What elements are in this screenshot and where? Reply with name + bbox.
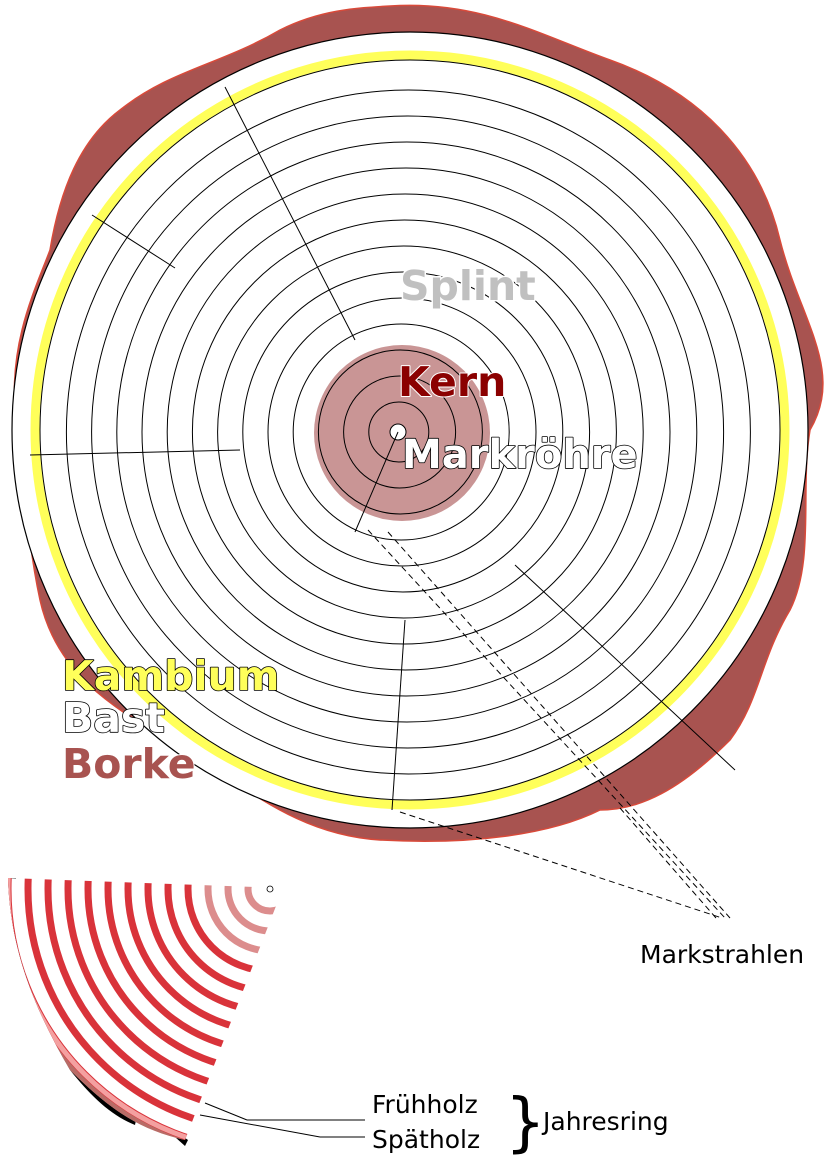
markstrahlen-medullary-rays bbox=[29, 86, 736, 811]
medullary-ray-2 bbox=[91, 214, 176, 269]
annual-ring bbox=[65, 89, 751, 775]
markstrahlen-label: Markstrahlen bbox=[640, 940, 804, 969]
medullary-ray-6 bbox=[514, 564, 736, 771]
annual-ring bbox=[242, 271, 564, 593]
borke-label: Borke bbox=[62, 740, 196, 788]
fruehholz-label: Frühholz bbox=[372, 1090, 478, 1119]
trunk-cross-section: Splint Kern Markröhre Kambium Bast Borke bbox=[11, 4, 824, 919]
jahresring-label: Jahresring bbox=[541, 1107, 669, 1136]
kambium-cambium-ring bbox=[30, 50, 790, 810]
annual-rings bbox=[65, 89, 751, 775]
annual-ring bbox=[368, 401, 430, 463]
annual-ring bbox=[91, 115, 725, 749]
annual-ring bbox=[166, 193, 644, 671]
medullary-ray-5 bbox=[391, 619, 406, 811]
medullary-ray-4 bbox=[354, 431, 399, 533]
wedge-heart-latewood-band bbox=[244, 878, 283, 915]
kambium-label: Kambium bbox=[62, 652, 279, 700]
wedge-pith bbox=[266, 885, 274, 893]
medullary-ray-3 bbox=[29, 449, 241, 456]
jahresring-brace: } bbox=[505, 1086, 546, 1156]
jahresring-legend: Frühholz Spätholz } Jahresring bbox=[199, 1086, 669, 1156]
spaetholz-leader bbox=[199, 1114, 321, 1138]
markroehre-label: Markröhre bbox=[402, 432, 638, 478]
markstrahlen-leader-lines bbox=[367, 529, 731, 919]
annual-ring bbox=[317, 349, 483, 515]
annual-ring bbox=[191, 219, 617, 645]
leader-line-1 bbox=[367, 529, 726, 919]
annual-ring bbox=[217, 245, 591, 619]
leader-line-4 bbox=[619, 807, 717, 919]
annual-ring bbox=[292, 323, 510, 541]
leader-line-3 bbox=[399, 811, 723, 919]
annual-ring bbox=[116, 141, 698, 723]
annual-ring bbox=[141, 167, 671, 697]
leader-line-2 bbox=[387, 531, 731, 919]
annual-ring bbox=[343, 375, 457, 489]
spaetholz-label: Spätholz bbox=[372, 1125, 480, 1154]
medullary-ray-1 bbox=[224, 86, 356, 341]
kern-label: Kern bbox=[398, 358, 506, 406]
annual-ring bbox=[267, 297, 537, 567]
splint-label: Splint bbox=[400, 262, 536, 310]
bast-label: Bast bbox=[62, 694, 165, 742]
fruehholz-leader bbox=[204, 1102, 248, 1121]
